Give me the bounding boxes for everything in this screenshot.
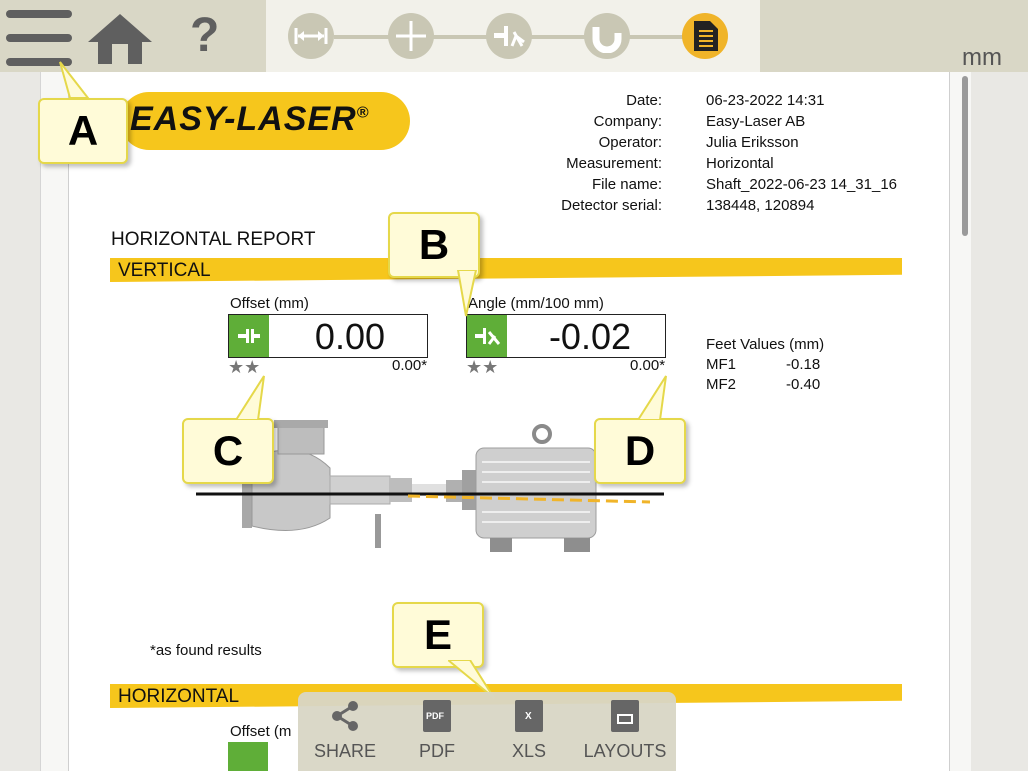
angle-value-box: -0.02 [466, 314, 666, 358]
layouts-label: LAYOUTS [583, 741, 667, 761]
angle-icon [467, 315, 507, 357]
meta-value: Horizontal [706, 155, 774, 172]
offset-quality-stars: ★★ [228, 357, 261, 377]
callout-c-pointer [228, 374, 268, 421]
meta-key: Operator: [598, 134, 662, 151]
machine-illustration [190, 418, 670, 558]
callout-d: D [594, 418, 686, 484]
meta-value: Julia Eriksson [706, 134, 799, 151]
angle-found-value: 0.00* [630, 357, 666, 374]
menu-icon[interactable] [6, 8, 72, 68]
feet-value: -0.18 [786, 356, 821, 373]
callout-b-pointer [456, 269, 486, 320]
offset-label-horizontal: Offset (m [230, 723, 292, 740]
feet-value: -0.40 [786, 376, 821, 393]
logo-background [120, 92, 410, 150]
angle-quality-stars: ★★ [466, 357, 499, 377]
feet-name: MF2 [706, 376, 736, 393]
callout-a-pointer [58, 60, 98, 100]
help-icon[interactable]: ? [190, 9, 220, 62]
meta-value: 06-23-2022 14:31 [706, 92, 825, 109]
angle-label: Angle (mm/100 mm) [468, 295, 604, 312]
vertical-section-label: VERTICAL [118, 260, 211, 281]
offset-icon [229, 315, 269, 357]
meta-value: 138448, 120894 [706, 197, 815, 214]
share-icon [332, 701, 358, 731]
scrollbar[interactable] [962, 76, 968, 236]
pdf-label: PDF [419, 741, 455, 761]
offset-label: Offset (mm) [230, 295, 309, 312]
unit-label[interactable]: mm [962, 44, 1002, 71]
report-meta: Date: 06-23-2022 14:31 Company: Easy-Las… [560, 90, 960, 220]
xls-file-icon: X [515, 700, 543, 732]
meta-key: Detector serial: [561, 197, 662, 214]
xls-label: XLS [511, 741, 547, 761]
share-button[interactable]: SHARE [300, 700, 390, 762]
callout-e-pointer [445, 659, 498, 700]
feet-values-title: Feet Values (mm) [706, 336, 825, 353]
meta-value: Shaft_2022-06-23 14_31_16 [706, 176, 898, 193]
feet-name: MF1 [706, 356, 736, 373]
offset-value-box: 0.00 [228, 314, 428, 358]
meta-key: Date: [626, 92, 662, 109]
meta-key: Company: [593, 113, 662, 130]
pdf-button[interactable]: PDF PDF [392, 700, 482, 762]
callout-d-pointer [630, 374, 670, 421]
layouts-icon [611, 700, 639, 732]
logo: EASY-LASER® [130, 100, 370, 138]
callout-a: A [38, 98, 128, 164]
horizontal-section-label: HORIZONTAL [118, 686, 240, 707]
measure-step-icon[interactable] [486, 13, 532, 59]
meta-value: Easy-Laser AB [706, 113, 806, 130]
pdf-file-icon: PDF [423, 700, 451, 732]
offset-icon-horizontal [228, 742, 268, 771]
callout-e: E [392, 602, 484, 668]
share-label: SHARE [313, 741, 376, 761]
meta-key: File name: [591, 176, 662, 193]
callout-c: C [182, 418, 274, 484]
angle-value: -0.02 [548, 316, 631, 357]
meta-key: Measurement: [566, 155, 662, 172]
magnet-step-icon[interactable] [584, 13, 630, 59]
footnote: *as found results [150, 642, 262, 659]
distance-step-icon[interactable] [288, 13, 334, 59]
home-icon[interactable] [84, 10, 156, 66]
unit-area: mm [760, 0, 1028, 72]
crosshair-step-icon[interactable] [388, 13, 434, 59]
callout-b: B [388, 212, 480, 278]
layouts-button[interactable]: LAYOUTS [580, 700, 670, 762]
report-title: HORIZONTAL REPORT [111, 229, 316, 250]
offset-found-value: 0.00* [392, 357, 428, 374]
xls-button[interactable]: X XLS [484, 700, 574, 762]
offset-value: 0.00 [314, 316, 385, 357]
report-step-icon[interactable] [682, 13, 728, 59]
